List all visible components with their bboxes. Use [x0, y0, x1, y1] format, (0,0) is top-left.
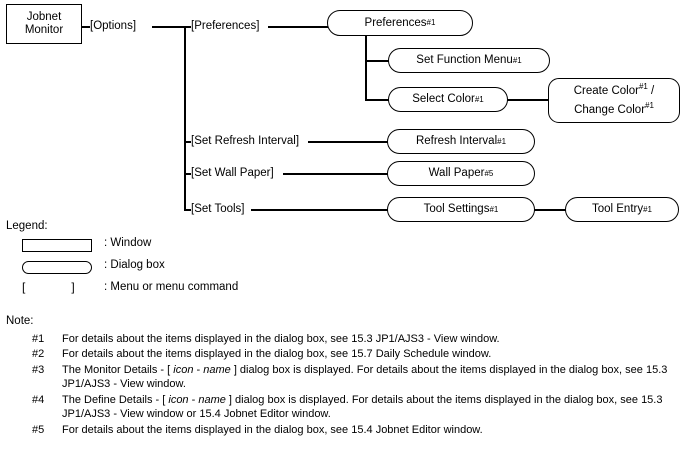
connector-trunk-to-set-refresh-interval [184, 141, 192, 143]
menu-item-set-refresh-interval[interactable]: [Set Refresh Interval] [191, 135, 300, 148]
connector-set-refresh-interval-to-dialog [308, 141, 388, 143]
connector-options-to-trunk [152, 26, 185, 28]
bracket-shape-icon: [] [22, 280, 75, 294]
note-text: For details about the items displayed in… [62, 348, 492, 360]
legend-label-dialog: : Dialog box [104, 259, 165, 271]
notes-section: Note: #1 For details about the items dis… [6, 314, 682, 438]
connector-subtrunk-to-set-function-menu [365, 60, 389, 62]
connector-set-tools-to-dialog [251, 209, 388, 211]
connector-preferences-menu-to-dialog [268, 26, 328, 28]
note-item: #3 The Monitor Details - [ icon - name ]… [6, 363, 682, 392]
node-select-color-dialog[interactable]: Select Color#1 [388, 87, 508, 112]
node-label: Tool Settings [423, 203, 490, 215]
window-transition-diagram: Jobnet Monitor [Options] [Preferences] P… [0, 0, 688, 232]
node-label: Select Color [412, 93, 475, 105]
note-number: #3 [32, 363, 45, 376]
legend-label-menu: : Menu or menu command [104, 281, 239, 293]
note-item: #1 For details about the items displayed… [6, 332, 682, 347]
note-number: #4 [32, 393, 45, 406]
dialog-shape-icon [22, 261, 92, 274]
node-label: Preferences [364, 16, 427, 29]
note-text: The Monitor Details - [ icon - name ] di… [62, 363, 668, 391]
node-refresh-interval-dialog[interactable]: Refresh Interval#1 [387, 129, 535, 154]
node-label-line1: Create Color#1 / [573, 81, 655, 97]
menu-item-preferences[interactable]: [Preferences] [191, 20, 260, 33]
legend-row-dialog: : Dialog box [6, 258, 336, 280]
node-label-line1: Jobnet [26, 11, 62, 23]
connector-set-wall-paper-to-dialog [283, 173, 388, 175]
note-text: The Define Details - [ icon - name ] dia… [62, 393, 663, 421]
node-label-line2: Change Color#1 [574, 100, 654, 116]
node-tool-settings-dialog[interactable]: Tool Settings#1 [387, 197, 535, 222]
node-tool-entry-dialog[interactable]: Tool Entry#1 [565, 197, 679, 222]
legend-row-window: : Window [6, 236, 336, 258]
trunk-options-branches [184, 26, 186, 210]
node-wall-paper-dialog[interactable]: Wall Paper#5 [387, 161, 535, 186]
legend-title: Legend: [6, 220, 48, 232]
menu-item-options[interactable]: [Options] [90, 20, 137, 33]
menu-item-set-tools[interactable]: [Set Tools] [191, 203, 245, 216]
connector-subtrunk-to-select-color [365, 99, 389, 101]
node-label: Wall Paper [428, 167, 485, 179]
connector-trunk-to-set-wall-paper [184, 173, 192, 175]
node-preferences-dialog[interactable]: Preferences#1 [327, 10, 473, 36]
note-text: For details about the items displayed in… [62, 332, 500, 345]
menu-item-set-wall-paper[interactable]: [Set Wall Paper] [191, 167, 274, 180]
node-label: Set Function Menu [416, 54, 513, 66]
connector-trunk-to-preferences [184, 26, 192, 28]
trunk-preferences-sub-branches [365, 36, 367, 100]
legend-label-window: : Window [104, 237, 152, 249]
legend: Legend: : Window : Dialog box [] : Menu … [6, 220, 336, 302]
note-item: #2 For details about the items displayed… [6, 347, 682, 362]
notes-title: Note: [6, 315, 34, 327]
note-number: #1 [32, 332, 45, 345]
node-label: Refresh Interval [415, 135, 498, 147]
note-item: #5 For details about the items displayed… [6, 423, 682, 438]
window-shape-icon [22, 239, 92, 252]
connector-tool-settings-to-tool-entry [534, 209, 566, 211]
node-label: Tool Entry [591, 203, 644, 215]
connector-trunk-to-set-tools [184, 209, 192, 211]
connector-root-to-options [82, 26, 91, 28]
node-jobnet-monitor-window[interactable]: Jobnet Monitor [6, 4, 82, 44]
node-set-function-menu-dialog[interactable]: Set Function Menu#1 [388, 48, 550, 73]
connector-select-color-to-create-change-color [507, 99, 550, 101]
note-text: For details about the items displayed in… [62, 423, 483, 436]
node-create-change-color-dialog[interactable]: Create Color#1 / Change Color#1 [548, 78, 680, 123]
legend-row-menu: [] : Menu or menu command [6, 280, 336, 302]
note-number: #2 [32, 348, 45, 360]
node-label-line2: Monitor [24, 24, 64, 36]
note-item: #4 The Define Details - [ icon - name ] … [6, 393, 682, 422]
note-number: #5 [32, 423, 45, 436]
